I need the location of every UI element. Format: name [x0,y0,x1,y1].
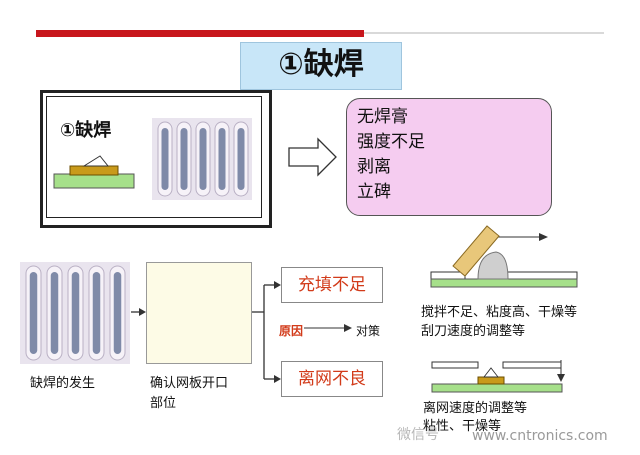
stencil-photo-top [152,118,252,200]
solder-paste-deposit [199,128,207,190]
verify-label-line1: 确认网板开口 [150,376,229,391]
branch-arrows [252,281,352,383]
verify-stencil-box [146,262,252,364]
title-accent-bar [36,30,364,37]
cause-item: 立碑 [357,182,391,202]
site-watermark: www.cntronics.com [472,428,608,444]
separation-illustration [431,360,565,393]
cause-item: 剥离 [357,157,391,177]
solder-paste-deposit [50,272,59,354]
countermeasure-label: 对策 [356,324,381,338]
stencil-photo-bottom [20,262,130,364]
cause-item: 强度不足 [357,132,425,152]
causes-box: 无焊膏 强度不足 剥离 立碑 [346,98,552,216]
solder-paste-deposit [237,128,245,190]
stir-countermeasure-line1: 搅拌不足、粘度高、干燥等 [421,305,578,320]
occurrence-label: 缺焊的发生 [30,376,96,391]
slide-title: ①缺焊 [240,42,402,90]
solder-paste-deposit [71,272,80,354]
stir-countermeasure-line2: 刮刀速度的调整等 [421,324,526,339]
cause-label: 原因 [279,324,304,338]
solder-paste-deposit [113,272,122,354]
cause-item: 无焊膏 [357,107,408,127]
solder-paste-deposit [29,272,38,354]
poor-release-box: 离网不良 [281,361,383,397]
defect-illustration-inner-frame [46,96,262,218]
arrow-to-verify [131,308,146,316]
solder-paste-deposit [161,128,169,190]
title-divider-line [364,32,604,34]
solder-paste-deposit [92,272,101,354]
release-countermeasure-line2: 粘性、干燥等 [423,419,502,434]
hollow-arrow-right [288,137,337,177]
defect-label: ①缺焊 [60,120,112,141]
release-countermeasure-line1: 离网速度的调整等 [423,401,528,416]
solder-paste-deposit [218,128,226,190]
wechat-watermark: 微信号 [397,427,439,443]
insufficient-fill-box: 充填不足 [281,267,383,303]
solder-paste-deposit [180,128,188,190]
verify-label-line2: 部位 [150,396,177,411]
squeegee-illustration [430,225,578,288]
component-illustration [53,155,135,189]
